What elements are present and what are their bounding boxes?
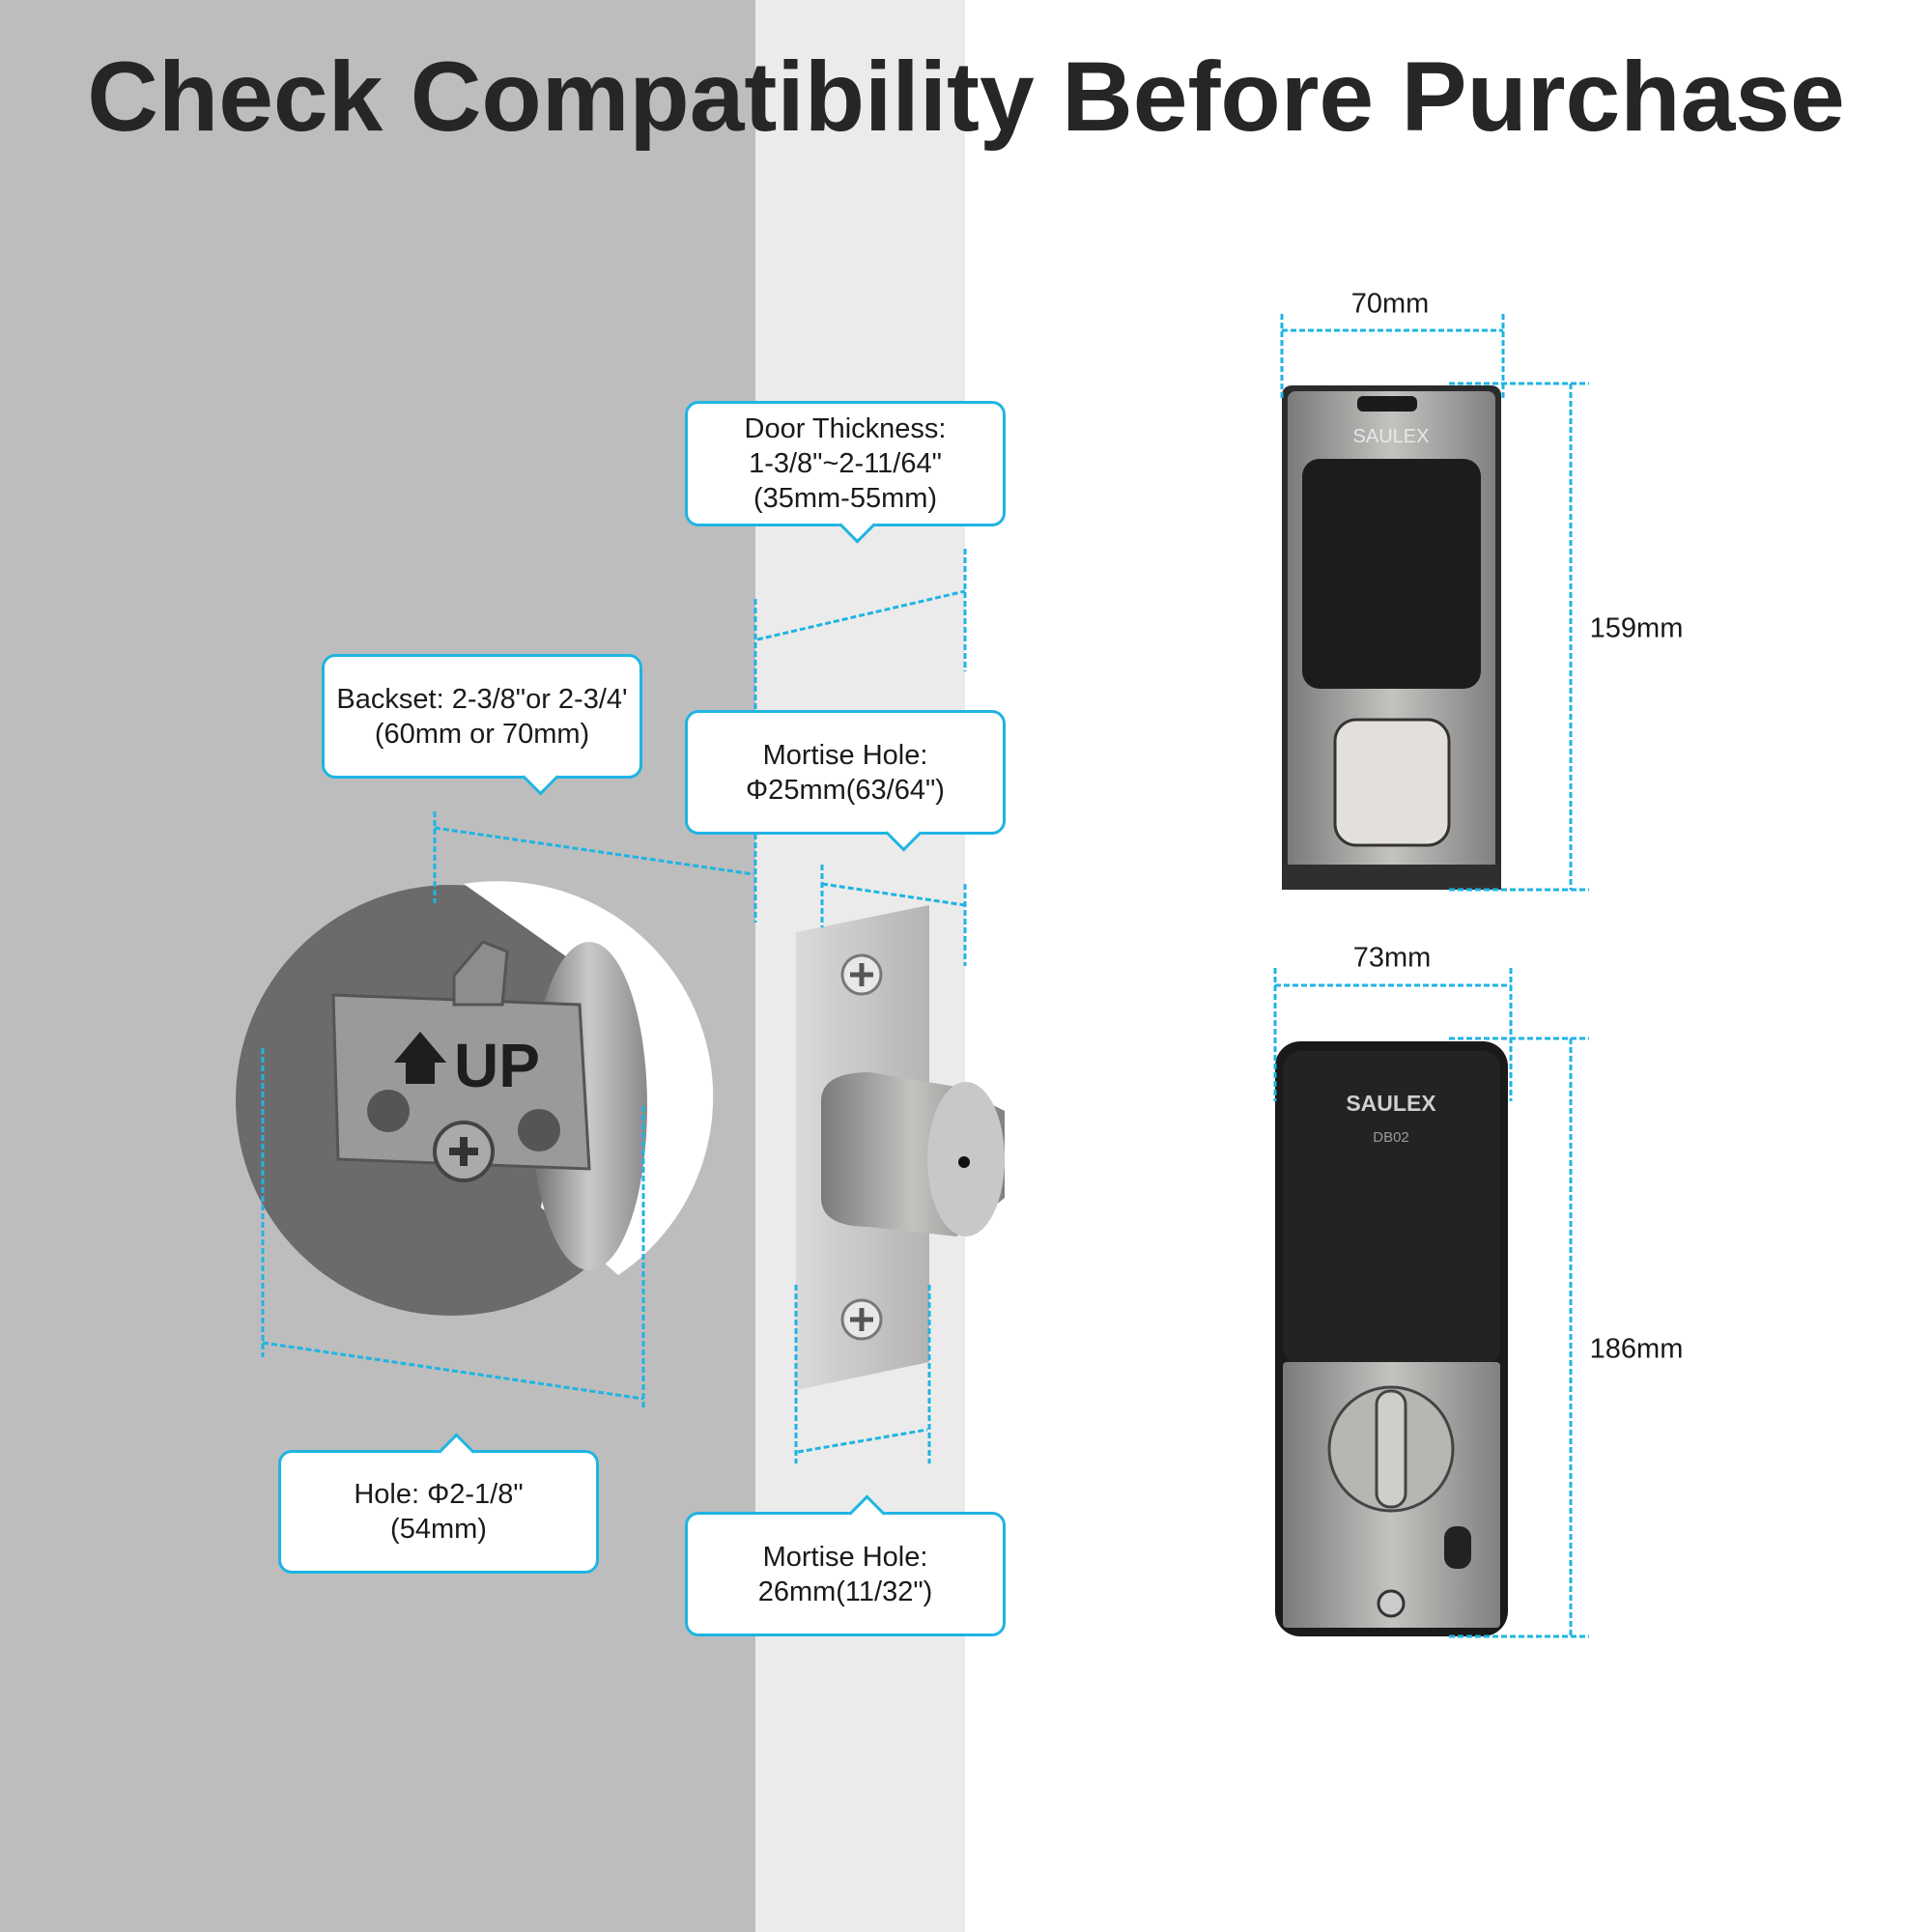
mortise-hole-diameter: Φ25mm(63/64")	[746, 774, 945, 806]
mortise-hole-size: 26mm(11/32")	[757, 1576, 933, 1607]
mortise-hole-depth-callout: Mortise Hole: 26mm(11/32")	[685, 1494, 1006, 1636]
interior-width-label: 73mm	[1352, 942, 1432, 974]
door-thickness-mm: (35mm-55mm)	[753, 483, 938, 514]
exterior-keypad-lock: SAULEX	[1282, 385, 1501, 890]
interior-brand-logo: SAULEX	[1346, 1091, 1436, 1116]
mortise-hole-label-2: Mortise Hole:	[762, 1541, 928, 1573]
exterior-height-label: 159mm	[1589, 612, 1684, 644]
page-title: Check Compatibility Before Purchase	[87, 42, 1845, 152]
mortise-hole-label: Mortise Hole:	[762, 739, 928, 771]
door-thickness-label: Door Thickness:	[744, 413, 947, 444]
mortise-hole-diameter-callout: Mortise Hole: Φ25mm(63/64")	[685, 710, 1006, 852]
interior-lock: SAULEX DB02	[1275, 1041, 1508, 1636]
bolt-plate	[796, 905, 1005, 1390]
model-label: DB02	[1373, 1129, 1409, 1146]
exterior-width-label: 70mm	[1350, 288, 1430, 320]
door-thickness-callout: Door Thickness: 1-3/8"~2-11/64" (35mm-55…	[685, 401, 1006, 544]
backset-mm: (60mm or 70mm)	[374, 718, 590, 750]
hole-callout: Hole: Φ2-1/8" (54mm)	[278, 1433, 599, 1574]
interior-height-label: 186mm	[1589, 1333, 1684, 1365]
exterior-brand-logo: SAULEX	[1353, 426, 1430, 447]
backset-callout: Backset: 2-3/8"or 2-3/4' (60mm or 70mm)	[322, 654, 642, 796]
latch-detail: UP	[236, 881, 714, 1316]
door-thickness-inches: 1-3/8"~2-11/64"	[749, 448, 942, 479]
backset-label: Backset: 2-3/8"or 2-3/4'	[336, 683, 628, 715]
hole-label: Hole: Φ2-1/8"	[354, 1479, 524, 1510]
hole-mm: (54mm)	[390, 1514, 487, 1545]
latch-up-label: UP	[454, 1031, 540, 1100]
